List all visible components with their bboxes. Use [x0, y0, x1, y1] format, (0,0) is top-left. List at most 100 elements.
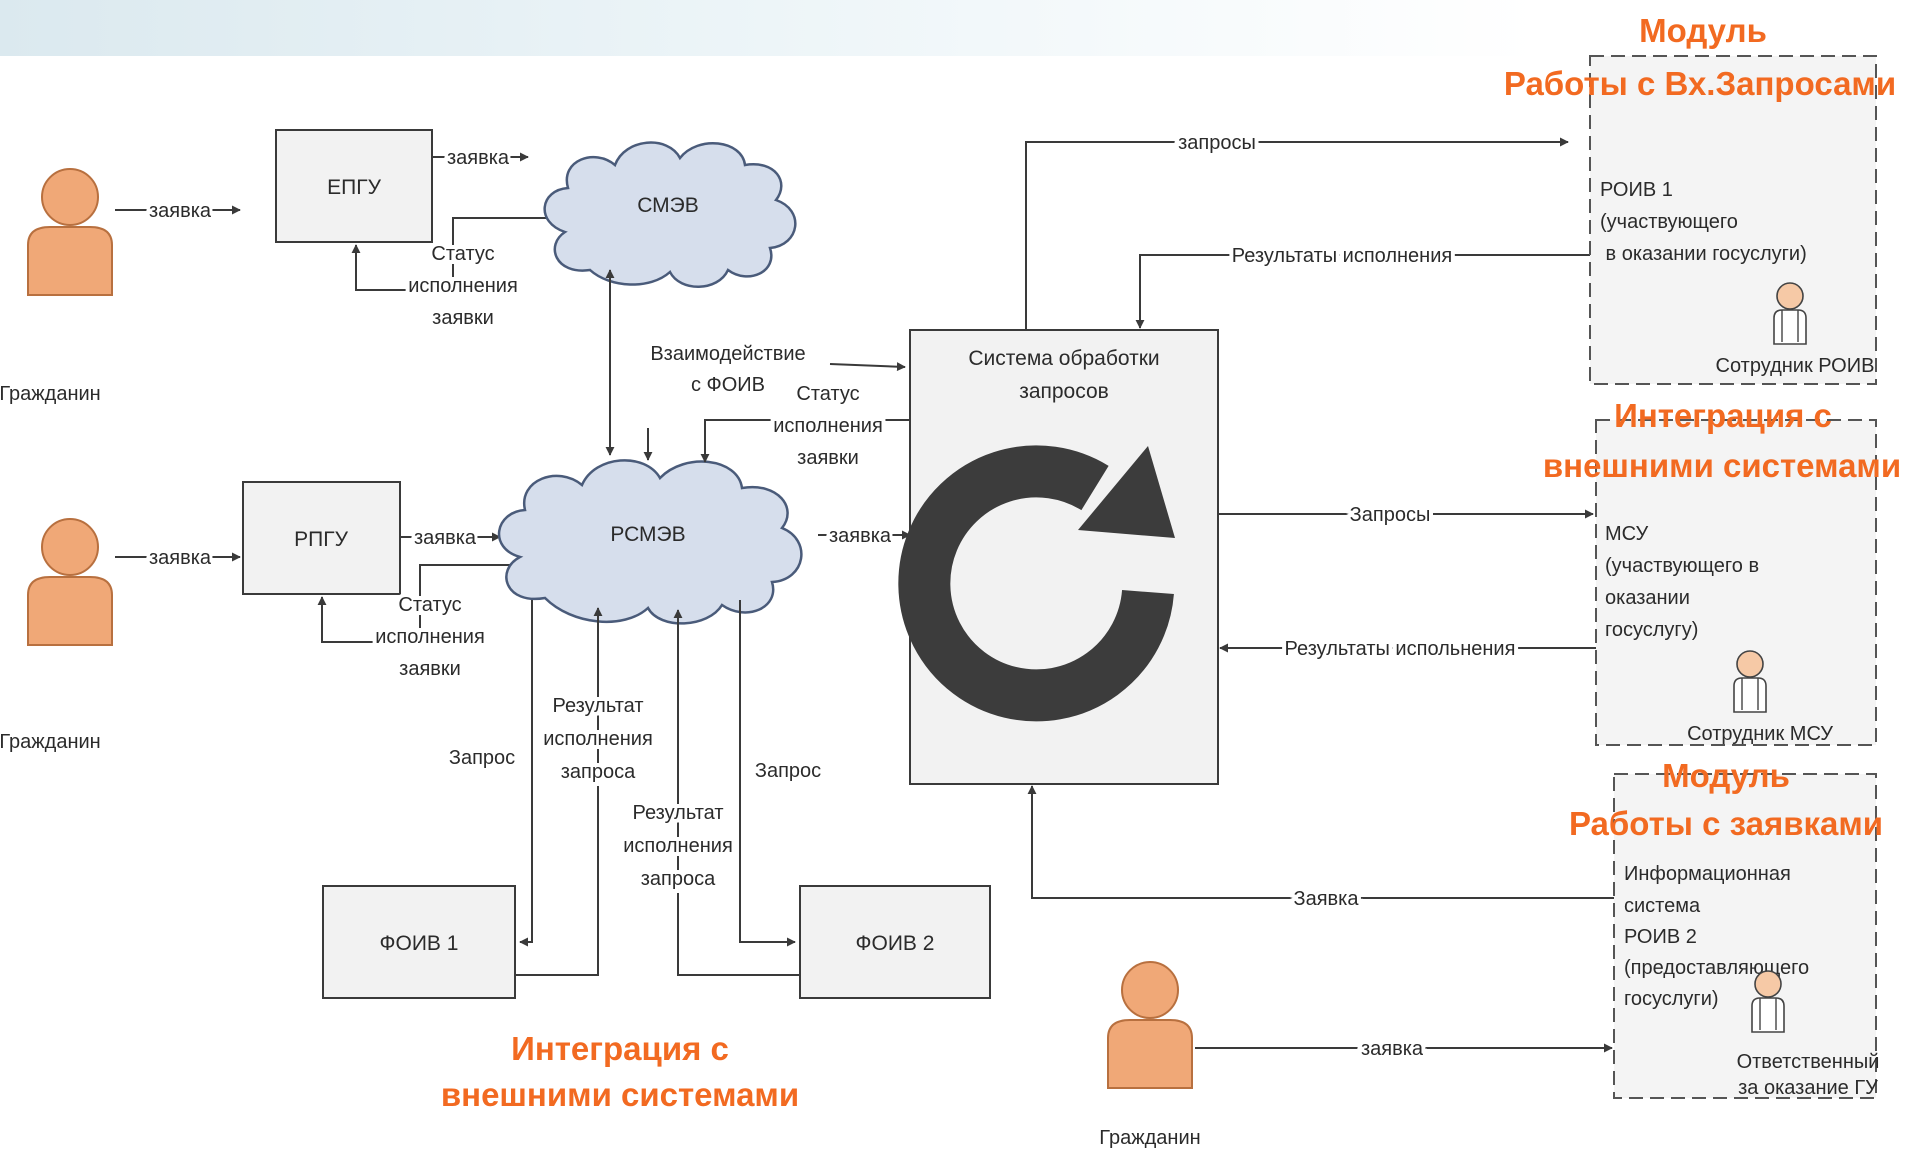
edge-citizen3-is-label: заявка [1361, 1038, 1424, 1060]
svg-text:исполнения: исполнения [375, 626, 485, 648]
svg-text:(предоставляющего: (предоставляющего [1624, 957, 1809, 979]
edge-is-system [1027, 785, 1614, 899]
interaction-label: Взаимодействие с ФОИВ [650, 343, 805, 396]
msu-staff-label: Сотрудник МСУ [1687, 723, 1833, 745]
epgu-label: ЕПГУ [327, 176, 381, 199]
svg-text:заявки: заявки [432, 307, 494, 329]
edge-epgu-smev-label: заявка [447, 147, 510, 169]
foiv2-label: ФОИВ 2 [856, 932, 935, 955]
svg-text:исполнения: исполнения [773, 415, 883, 437]
svg-text:внешними системами: внешними системами [1543, 447, 1901, 484]
svg-text:за оказание ГУ: за оказание ГУ [1738, 1077, 1878, 1099]
status-label-1: Статус исполнения заявки [404, 239, 522, 333]
svg-text:Модуль: Модуль [1662, 757, 1790, 794]
svg-text:(участвующего в: (участвующего в [1605, 555, 1759, 577]
svg-text:Система обработки: Система обработки [968, 347, 1159, 370]
edge-is-system-label: Заявка [1294, 888, 1360, 910]
status-label-3: Статус исполнения заявки [769, 379, 887, 473]
rsmev-label: РСМЭВ [610, 523, 685, 546]
edge-system-roiv1 [1025, 137, 1569, 330]
rpgu-label: РПГУ [294, 528, 348, 551]
smev-label: СМЭВ [637, 194, 699, 217]
svg-text:запроса: запроса [641, 868, 716, 890]
rsmev-cloud: РСМЭВ [498, 459, 803, 625]
svg-text:заявки: заявки [399, 658, 461, 680]
edge-rsmev-foiv1-request-label: Запрос [449, 747, 515, 769]
edge-system-rsmev-status [700, 419, 910, 463]
title-integration-bottom: Интеграция с внешними системами [441, 1030, 799, 1113]
svg-text:исполнения: исполнения [543, 728, 653, 750]
svg-text:Модуль: Модуль [1639, 12, 1767, 49]
roiv1-box: РОИВ 1 (участвующего в оказании госуслуг… [1589, 55, 1877, 385]
svg-text:Интеграция с: Интеграция с [511, 1030, 729, 1067]
edge-citizen1-epgu-label: заявка [149, 200, 212, 222]
edge-citizen2-rpgu-label: заявка [149, 547, 212, 569]
svg-text:внешними системами: внешними системами [441, 1076, 799, 1113]
edge-rsmev-foiv1-request [519, 600, 533, 947]
svg-text:исполнения: исполнения [408, 275, 518, 297]
smev-cloud-shape [543, 141, 797, 288]
foiv1-label: ФОИВ 1 [380, 932, 459, 955]
processing-system-title: Система обработки запросов [968, 347, 1159, 403]
edge-roiv1-system [1135, 254, 1590, 329]
edge-msu-system-label: Результаты испольнения [1285, 638, 1516, 660]
svg-text:Ответственный: Ответственный [1737, 1051, 1880, 1073]
edge-roiv1-system-label: Результаты исполнения [1232, 245, 1452, 267]
epgu-box [275, 129, 433, 243]
svg-text:госуслуги): госуслуги) [1624, 988, 1719, 1010]
svg-text:заявки: заявки [797, 447, 859, 469]
svg-text:РОИВ 2: РОИВ 2 [1624, 926, 1697, 948]
svg-text:Статус: Статус [796, 383, 859, 405]
edge-rsmev-system-label: заявка [829, 525, 892, 547]
svg-text:запроса: запроса [561, 761, 636, 783]
title-module-requests: Модуль Работы с Вх.Запросами [1504, 12, 1896, 102]
svg-text:Результат: Результат [633, 802, 724, 824]
edge-foiv2-rsmev-result [673, 609, 800, 976]
is-roiv2-frame [1613, 773, 1877, 1099]
edge-rsmev-foiv2-request-label: Запрос [755, 760, 821, 782]
citizen-3-label: Гражданин [1099, 1127, 1200, 1149]
title-integration-right: Интеграция с внешними системами [1543, 397, 1901, 484]
person-icon [27, 168, 113, 296]
status-label-2: Статус исполнения заявки [371, 590, 489, 684]
msu-box: МСУ (участвующего в оказании госуслугу) … [1595, 419, 1877, 746]
svg-text:Работы с заявками: Работы с заявками [1569, 805, 1883, 842]
edge-system-roiv1-label: запросы [1178, 132, 1256, 154]
svg-text:РОИВ 1: РОИВ 1 [1600, 179, 1673, 201]
citizen-2-label: Гражданин [0, 731, 101, 753]
result-label-1: Результат исполнения запроса [539, 691, 657, 787]
edge-rsmev-rpgu-status [317, 564, 515, 643]
roiv1-frame [1589, 55, 1877, 385]
svg-text:система: система [1624, 895, 1701, 917]
refresh-icon [898, 445, 1175, 722]
svg-text:Взаимодействие: Взаимодействие [650, 343, 805, 365]
person-icon [27, 518, 113, 646]
person-icon [1107, 961, 1193, 1089]
citizen-1: Гражданин [0, 168, 113, 405]
citizen-3: Гражданин [1099, 961, 1201, 1149]
roiv1-staff-label: Сотрудник РОИВ [1716, 355, 1875, 377]
rsmev-cloud-shape [498, 459, 803, 625]
rpgu-box [242, 481, 401, 595]
svg-text:Результат: Результат [553, 695, 644, 717]
title-module-applications: Модуль Работы с заявками [1569, 757, 1883, 842]
edge-smev-epgu-status [351, 217, 552, 291]
edge-rsmev-foiv2-request [739, 600, 796, 947]
edge-system-msu-label: Запросы [1350, 504, 1431, 526]
svg-text:запросов: запросов [1019, 380, 1109, 403]
svg-text:Информационная: Информационная [1624, 863, 1791, 885]
svg-text:с ФОИВ: с ФОИВ [691, 374, 765, 396]
edge-rpgu-rsmev-label: заявка [414, 527, 477, 549]
foiv1-box [322, 885, 516, 999]
staff-icon [1751, 970, 1785, 1033]
staff-icon [1773, 282, 1807, 345]
smev-cloud: СМЭВ [543, 141, 797, 288]
svg-text:исполнения: исполнения [623, 835, 733, 857]
svg-text:Работы с Вх.Запросами: Работы с Вх.Запросами [1504, 65, 1896, 102]
svg-text:Статус: Статус [398, 594, 461, 616]
svg-text:(участвующего: (участвующего [1600, 211, 1738, 233]
is-roiv2-box: Информационная система РОИВ 2 (предостав… [1613, 773, 1880, 1099]
svg-text:Статус: Статус [431, 243, 494, 265]
svg-text:в оказании госуслуги): в оказании госуслуги) [1600, 243, 1807, 265]
